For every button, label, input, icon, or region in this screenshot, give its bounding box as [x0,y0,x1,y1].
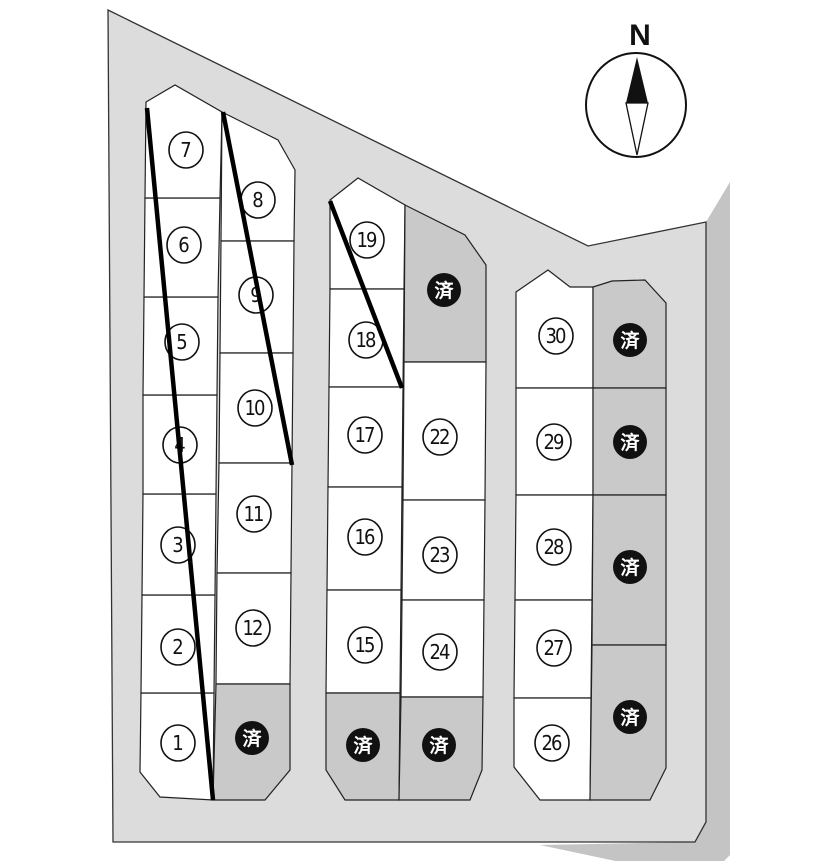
lot-5[interactable]: 5 [142,296,219,396]
lot-12[interactable]: 12 [215,572,292,685]
lot-number: 29 [544,430,564,454]
sold-label: 済 [434,279,454,302]
lot-17[interactable]: 17 [327,386,404,488]
sold-label: 済 [620,431,640,454]
lot-number-circle [347,626,383,664]
land-shadow [540,182,730,861]
lot-sold[interactable]: 済 [592,279,667,389]
lot-number-circle [160,724,196,762]
lot-22[interactable]: 22 [402,361,487,501]
lot-number-circle [236,495,272,533]
cancelled-lines [144,107,405,801]
lot-2[interactable]: 2 [140,594,216,694]
lot-number-circle [237,389,273,427]
lot-24[interactable]: 24 [400,599,485,698]
lot-18[interactable]: 18 [328,288,405,388]
lot-number-circle [166,226,202,264]
lot-number: 17 [355,423,374,447]
lot-sold[interactable]: 済 [212,683,291,801]
lot-sold[interactable]: 済 [589,644,667,801]
lot-number-circle [422,536,458,574]
lot-parcel[interactable] [220,111,296,242]
lot-number: 23 [430,543,450,567]
lot-sold[interactable]: 済 [591,494,667,646]
lot-number: 19 [357,228,377,252]
lot-sold[interactable]: 済 [325,692,401,801]
lot-number: 12 [243,616,262,640]
lot-number: 7 [180,138,190,162]
sold-badge-icon [346,728,380,762]
lot-number-circle [422,418,458,456]
lot-28[interactable]: 28 [514,494,594,601]
sold-label: 済 [242,727,262,750]
lot-number: 16 [355,525,375,549]
lot-number-circle [536,528,572,566]
sold-label: 済 [620,556,640,579]
sold-label: 済 [429,734,449,757]
lot-number-circle [168,131,204,169]
sold-badge-icon [613,700,647,734]
lot-sold[interactable]: 済 [398,696,484,801]
lot-number: 24 [430,640,450,664]
lot-number-circle [536,629,572,667]
lot-1[interactable]: 1 [139,692,215,801]
lot-7[interactable]: 7 [144,84,223,199]
lot-number: 26 [542,731,562,755]
lot-8[interactable]: 8 [220,111,296,242]
lot-3[interactable]: 3 [141,493,217,596]
sold-badge-icon [422,728,456,762]
lot-number-circle [349,221,385,259]
sold-label: 済 [620,706,640,729]
sold-badge-icon [613,425,647,459]
lot-number: 3 [172,533,183,557]
compass-needle-north-icon [626,57,648,103]
lot-number: 30 [546,324,566,348]
lot-number: 27 [544,636,563,660]
lot-number-circle [164,323,200,361]
sold-badge-icon [427,273,461,307]
lot-29[interactable]: 29 [515,387,594,496]
sold-badge-icon [613,550,647,584]
lot-number-circle [347,416,383,454]
lot-30[interactable]: 30 [515,269,594,389]
lot-number: 22 [430,425,449,449]
cancelled-line [327,200,405,389]
lot-number-circle [347,518,383,556]
sold-badge-icon [613,323,647,357]
lot-number-circle [235,609,271,647]
lot-27[interactable]: 27 [513,599,593,699]
lot-number: 8 [252,188,263,212]
lot-15[interactable]: 15 [325,589,402,694]
lot-number-circle [538,317,574,355]
sold-badge-icon [235,721,269,755]
lot-number: 11 [244,502,263,526]
lot-26[interactable]: 26 [513,697,592,801]
lot-number: 18 [356,328,376,352]
cancelled-line [144,107,216,801]
lot-number: 6 [178,233,189,257]
lot-23[interactable]: 23 [401,499,486,601]
lot-number: 15 [355,633,374,657]
lot-19[interactable]: 19 [329,177,406,290]
cancelled-line [220,111,295,466]
lot-sold[interactable]: 済 [403,204,487,363]
lot-number-circle [422,633,458,671]
lot-number-circle [534,724,570,762]
lot-sold[interactable]: 済 [592,387,667,496]
sold-label: 済 [353,734,373,757]
lot-number-circle [536,423,572,461]
sold-label: 済 [620,329,640,352]
lot-number: 5 [176,330,186,354]
lot-11[interactable]: 11 [216,462,293,574]
lot-number-circle [160,628,196,666]
lot-number: 10 [245,396,265,420]
north-compass: N [585,19,687,158]
lot-number: 1 [172,731,182,755]
lot-number: 28 [544,535,564,559]
compass-north-label: N [629,19,651,52]
lot-number: 2 [172,635,182,659]
lot-16[interactable]: 16 [326,486,403,591]
compass-needle-south-icon [625,102,649,156]
